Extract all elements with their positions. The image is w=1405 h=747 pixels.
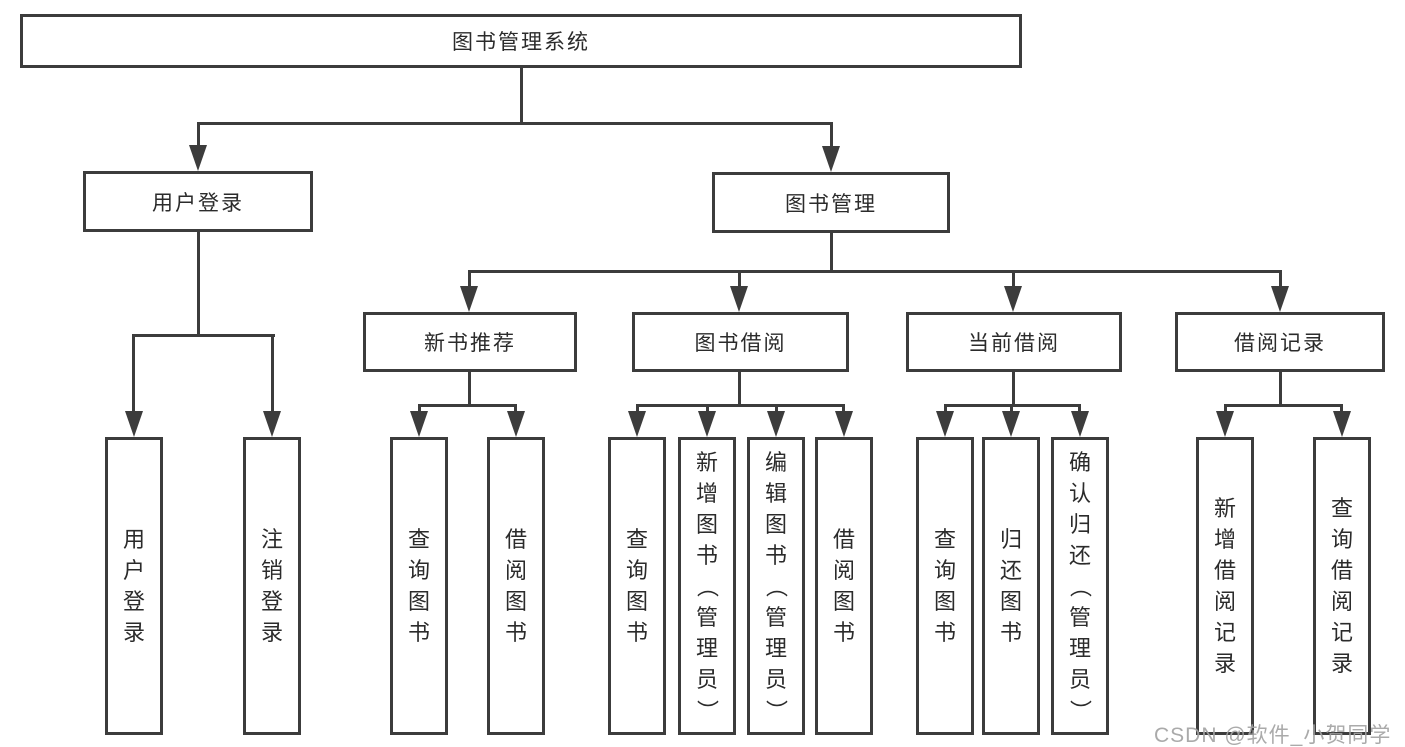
node-user-login-leaf: 用户登录 — [105, 437, 163, 735]
node-current-borrow-label: 当前借阅 — [968, 332, 1060, 355]
arrow-down-icon — [125, 411, 143, 437]
arrow-down-icon — [410, 411, 428, 437]
connector-line — [738, 372, 741, 405]
arrow-down-icon — [822, 146, 840, 172]
node-library-system-label: 图书管理系统 — [452, 31, 590, 54]
connector-line — [514, 404, 517, 416]
arrow-down-icon — [936, 411, 954, 437]
arrow-down-icon — [1271, 286, 1289, 312]
arrow-down-icon — [1004, 286, 1022, 312]
node-add-book-admin: 新增图书（管理员） — [678, 437, 736, 735]
node-confirm-return-admin: 确认归还（管理员） — [1051, 437, 1109, 735]
connector-line — [132, 334, 275, 337]
node-return-book: 归还图书 — [982, 437, 1040, 735]
connector-line — [830, 233, 833, 273]
connector-line — [418, 404, 517, 407]
connector-line — [468, 270, 1282, 273]
arrow-down-icon — [507, 411, 525, 437]
connector-line — [738, 270, 741, 290]
arrow-down-icon — [1216, 411, 1234, 437]
connector-line — [197, 122, 833, 125]
arrow-down-icon — [835, 411, 853, 437]
node-add-borrow-record: 新增借阅记录 — [1196, 437, 1254, 735]
node-new-book-recommend-label: 新书推荐 — [424, 332, 516, 355]
arrow-down-icon — [1002, 411, 1020, 437]
connector-line — [636, 404, 639, 416]
connector-line — [1010, 404, 1013, 416]
node-book-management-label: 图书管理 — [785, 192, 877, 216]
arrow-down-icon — [1333, 411, 1351, 437]
node-query-books-current: 查询图书 — [916, 437, 974, 735]
connector-line — [1340, 404, 1343, 416]
connector-line — [1078, 404, 1081, 416]
connector-line — [636, 404, 845, 407]
node-current-borrow: 当前借阅 — [906, 312, 1122, 372]
arrow-down-icon — [460, 286, 478, 312]
node-new-book-recommend: 新书推荐 — [363, 312, 577, 372]
connector-line — [468, 372, 471, 405]
connector-line — [418, 404, 421, 416]
node-borrow-books-recommend: 借阅图书 — [487, 437, 545, 735]
connector-line — [775, 404, 778, 416]
connector-line — [520, 68, 523, 125]
node-query-books-borrow: 查询图书 — [608, 437, 666, 735]
connector-line — [271, 334, 274, 414]
connector-line — [842, 404, 845, 416]
csdn-watermark: CSDN @软件_小贺同学 — [1154, 724, 1392, 747]
node-query-borrow-record: 查询借阅记录 — [1313, 437, 1371, 735]
node-edit-book-admin: 编辑图书（管理员） — [747, 437, 805, 735]
connector-line — [1279, 270, 1282, 290]
node-logout: 注销登录 — [243, 437, 301, 735]
arrow-down-icon — [189, 145, 207, 171]
arrow-down-icon — [767, 411, 785, 437]
connector-line — [1279, 372, 1282, 405]
node-library-system: 图书管理系统 — [20, 14, 1022, 68]
arrow-down-icon — [730, 286, 748, 312]
node-book-management: 图书管理 — [712, 172, 950, 233]
arrow-down-icon — [1071, 411, 1089, 437]
connector-line — [197, 232, 200, 337]
node-borrow-records-label: 借阅记录 — [1234, 332, 1326, 355]
node-borrow-books-borrow: 借阅图书 — [815, 437, 873, 735]
connector-line — [1224, 404, 1227, 416]
node-user-login: 用户登录 — [83, 171, 313, 232]
arrow-down-icon — [628, 411, 646, 437]
node-book-borrow-label: 图书借阅 — [694, 332, 787, 355]
node-borrow-records: 借阅记录 — [1175, 312, 1385, 372]
connector-line — [944, 404, 947, 416]
arrow-down-icon — [698, 411, 716, 437]
connector-line — [830, 122, 833, 150]
connector-line — [468, 270, 471, 290]
connector-line — [132, 334, 135, 414]
connector-line — [1012, 270, 1015, 290]
arrow-down-icon — [263, 411, 281, 437]
connector-line — [197, 122, 200, 150]
connector-line — [1012, 372, 1015, 405]
node-book-borrow: 图书借阅 — [632, 312, 849, 372]
node-query-books-recommend: 查询图书 — [390, 437, 448, 735]
connector-line — [1224, 404, 1343, 407]
connector-line — [706, 404, 709, 416]
node-user-login-label: 用户登录 — [152, 191, 244, 215]
